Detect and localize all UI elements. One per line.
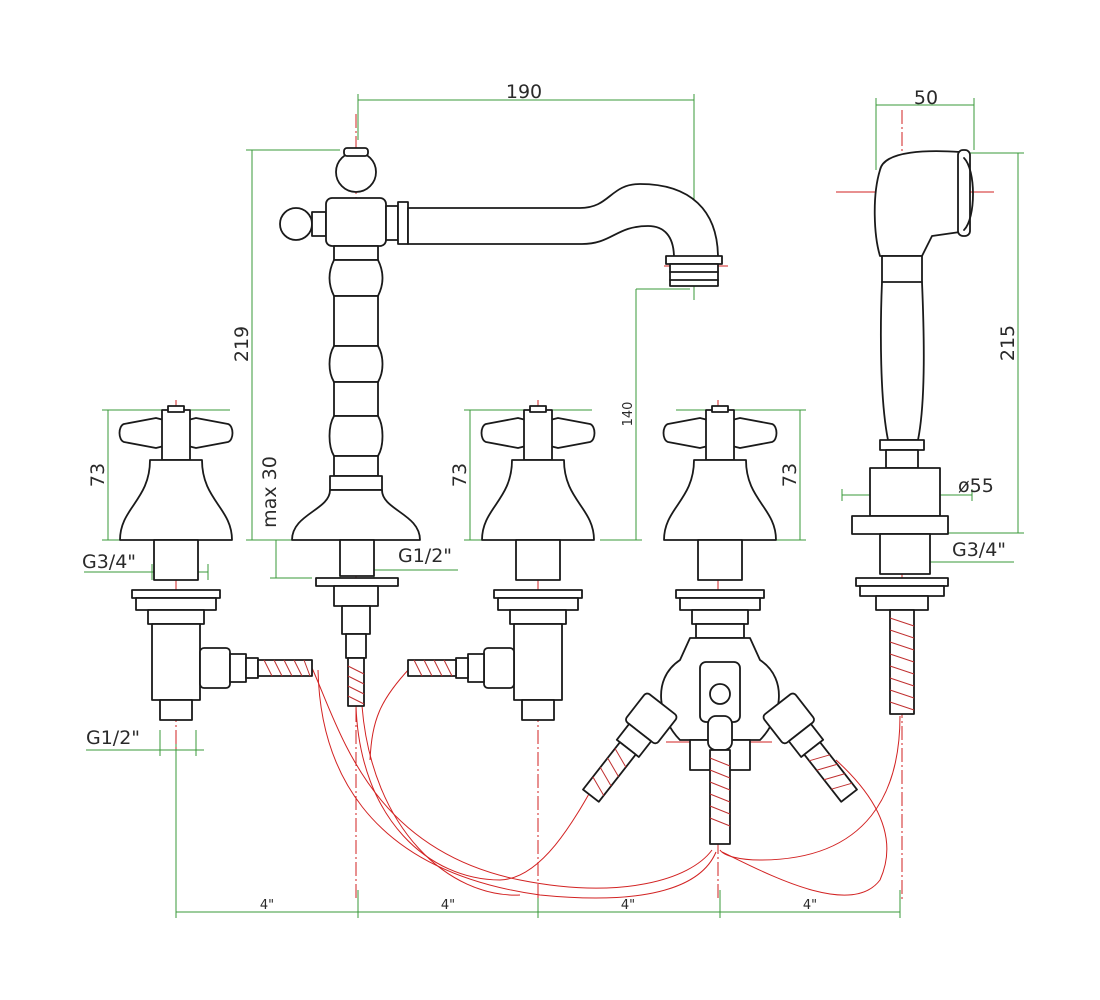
dim-spout-height: 219 bbox=[231, 326, 253, 362]
dimension-lines bbox=[84, 94, 1024, 918]
dim-spout-reach: 190 bbox=[506, 81, 542, 103]
dim-thread-left-bottom: G1/2" bbox=[86, 727, 140, 749]
diverter-valve bbox=[582, 405, 858, 845]
dim-handle-height-right: 73 bbox=[779, 463, 801, 487]
dim-deck-thickness: max 30 bbox=[259, 456, 281, 528]
dim-spacing-3: 4" bbox=[621, 898, 635, 913]
dim-handle-height-left: 73 bbox=[87, 463, 109, 487]
dim-spacing-1: 4" bbox=[260, 898, 274, 913]
dim-handle-height-middle: 73 bbox=[449, 463, 471, 487]
dim-diameter-55: ø55 bbox=[958, 475, 994, 497]
dim-handshower-height: 215 bbox=[997, 325, 1019, 361]
hand-shower bbox=[851, 149, 974, 715]
left-valve bbox=[118, 405, 313, 721]
connection-hoses bbox=[311, 667, 901, 899]
spout-assembly bbox=[279, 147, 723, 707]
dim-outlet-height: 140 bbox=[621, 402, 636, 427]
dim-spacing-4: 4" bbox=[803, 898, 817, 913]
dim-spacing-2: 4" bbox=[441, 898, 455, 913]
dim-thread-shower: G3/4" bbox=[952, 539, 1006, 561]
dimension-labels: 190 50 219 215 140 max 30 73 73 73 ø55 G… bbox=[82, 81, 1019, 913]
middle-valve bbox=[407, 405, 596, 721]
dim-handshower-width: 50 bbox=[914, 87, 938, 109]
dim-thread-left-top: G3/4" bbox=[82, 551, 136, 573]
dim-thread-spout: G1/2" bbox=[398, 545, 452, 567]
